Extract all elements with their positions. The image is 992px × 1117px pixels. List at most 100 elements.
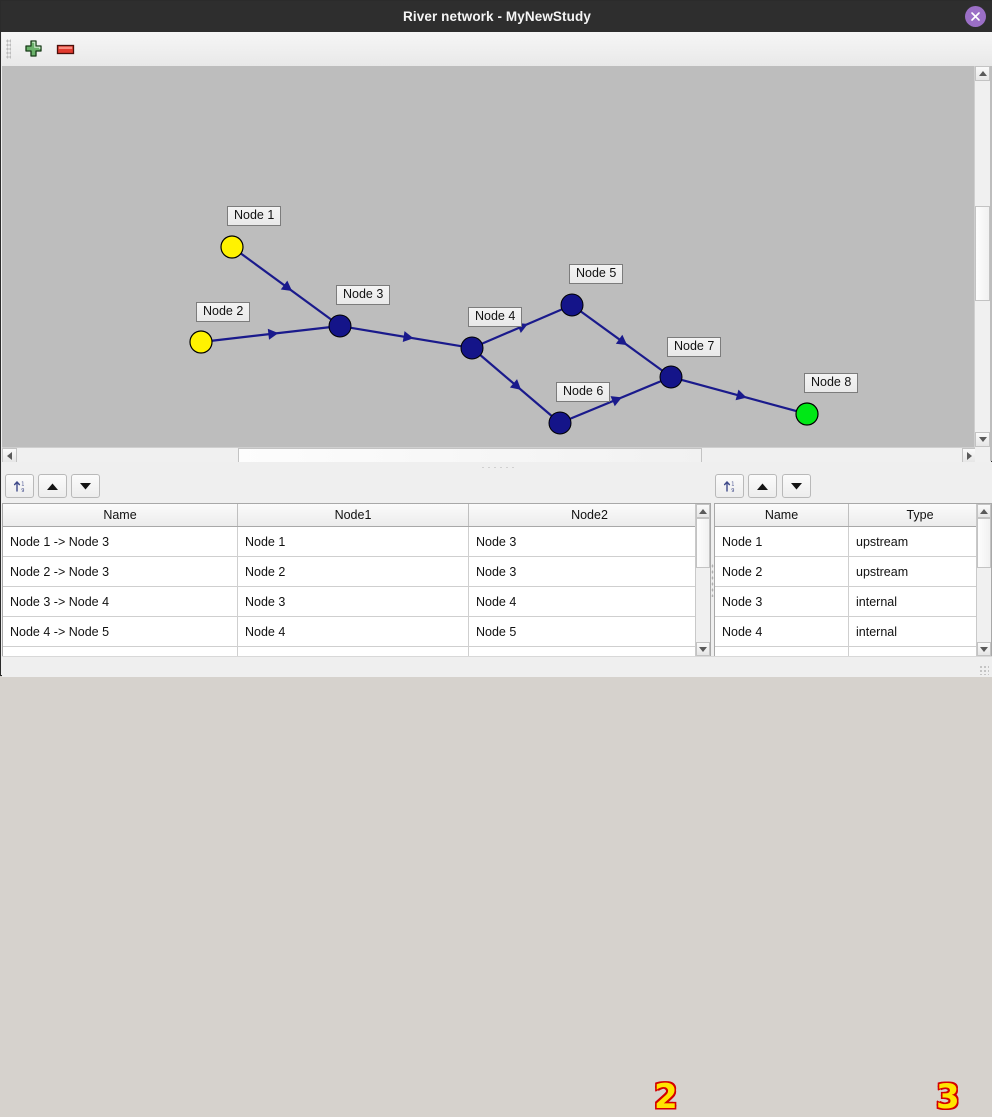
table-cell[interactable]: Node 4 — [468, 586, 710, 617]
reaches-move-up-button[interactable] — [38, 474, 67, 498]
table-cell[interactable]: upstream — [848, 526, 991, 557]
graph-node-label-n4[interactable]: Node 4 — [468, 307, 523, 328]
table-cell[interactable]: Node 4 — [715, 616, 849, 647]
window-title: River network - MyNewStudy — [403, 9, 591, 24]
delete-node-button[interactable] — [52, 37, 78, 61]
graph-node-n5[interactable] — [560, 293, 584, 317]
nodes-scroll-down-button[interactable] — [977, 642, 991, 656]
scroll-left-button[interactable] — [2, 448, 17, 463]
resize-grip-icon[interactable] — [979, 665, 989, 675]
table-cell-empty — [3, 646, 238, 656]
chevron-left-icon — [7, 451, 12, 460]
graph-node-n3[interactable] — [328, 314, 352, 338]
table-cell[interactable]: Node 3 — [715, 586, 849, 617]
nodes-vertical-scrollbar[interactable] — [976, 504, 991, 656]
graph-node-n6[interactable] — [548, 411, 572, 435]
column-header-name[interactable]: Name — [3, 504, 238, 527]
chevron-down-icon — [699, 646, 707, 652]
graph-node-n7[interactable] — [659, 365, 683, 389]
table-cell[interactable]: Node 3 — [468, 556, 710, 587]
reaches-move-down-button[interactable] — [71, 474, 100, 498]
graph-node-label-n1[interactable]: Node 1 — [227, 206, 282, 227]
table-cell[interactable]: Node 3 — [468, 526, 710, 557]
column-header-node1[interactable]: Node1 — [237, 504, 469, 527]
scroll-up-button[interactable] — [975, 66, 990, 81]
table-cell[interactable]: Node 1 -> Node 3 — [3, 526, 238, 557]
graph-node-label-n6[interactable]: Node 6 — [556, 382, 611, 403]
toolbar-drag-handle[interactable] — [6, 39, 11, 59]
canvas-vscroll-thumb[interactable] — [975, 206, 990, 301]
graph-node-n4[interactable] — [460, 336, 484, 360]
edge-arrow-icon — [280, 280, 293, 291]
graph-node-label-n5[interactable]: Node 5 — [569, 264, 624, 285]
graph-node-n1[interactable] — [220, 235, 244, 259]
nodes-sort-button[interactable]: 1 9 — [715, 474, 744, 498]
table-cell[interactable]: Node 3 -> Node 4 — [3, 586, 238, 617]
nodes-move-up-button[interactable] — [748, 474, 777, 498]
reaches-sort-button[interactable]: 1 9 — [5, 474, 34, 498]
table-cell[interactable]: Node 2 — [237, 556, 469, 587]
svg-text:9: 9 — [731, 488, 734, 494]
sort-icon: 1 9 — [723, 480, 734, 494]
network-diagram-canvas[interactable]: Node 1 Node 2 Node 3 Node 4 Node 5 Node 6 Node… — [2, 66, 992, 461]
close-icon — [971, 12, 980, 21]
table-cell[interactable]: internal — [848, 586, 991, 617]
reaches-vscroll-thumb[interactable] — [696, 518, 710, 568]
canvas-horizontal-scrollbar[interactable] — [2, 447, 977, 463]
column-header-type[interactable]: Type — [848, 504, 991, 527]
nodes-vscroll-thumb[interactable] — [977, 518, 991, 568]
graph-node-label-n8[interactable]: Node 8 — [804, 373, 859, 394]
table-cell[interactable]: upstream — [848, 556, 991, 587]
table-cell[interactable]: Node 1 — [237, 526, 469, 557]
table-cell[interactable]: Node 4 -> Node 5 — [3, 616, 238, 647]
table-cell[interactable]: Node 2 -> Node 3 — [3, 556, 238, 587]
graph-node-label-n3[interactable]: Node 3 — [336, 285, 391, 306]
chevron-up-icon — [978, 71, 987, 76]
edge-arrow-icon — [402, 331, 414, 343]
scroll-down-button[interactable] — [975, 432, 990, 447]
table-cell[interactable]: Node 1 — [715, 526, 849, 557]
edge-arrow-icon — [509, 379, 522, 390]
close-button[interactable] — [965, 6, 986, 27]
reaches-scroll-down-button[interactable] — [696, 642, 710, 656]
column-header-node2[interactable]: Node2 — [468, 504, 710, 527]
table-cell[interactable]: internal — [848, 616, 991, 647]
table-cell[interactable]: Node 2 — [715, 556, 849, 587]
vertical-splitter[interactable] — [711, 503, 714, 657]
chevron-down-icon — [978, 437, 987, 442]
reaches-scroll-up-button[interactable] — [696, 504, 710, 518]
nodes-scroll-up-button[interactable] — [977, 504, 991, 518]
nodes-move-down-button[interactable] — [782, 474, 811, 498]
graph-node-n2[interactable] — [189, 330, 213, 354]
graph-node-label-n2[interactable]: Node 2 — [196, 302, 251, 323]
reaches-vertical-scrollbar[interactable] — [695, 504, 710, 656]
graph-node-n8[interactable] — [795, 402, 819, 426]
add-node-button[interactable] — [20, 37, 46, 61]
horizontal-splitter[interactable] — [2, 462, 992, 472]
table-cell[interactable]: Node 5 — [468, 616, 710, 647]
column-header-name[interactable]: Name — [715, 504, 849, 527]
status-bar — [2, 656, 992, 677]
table-cell[interactable]: Node 4 — [237, 616, 469, 647]
table-cell[interactable]: Node 3 — [237, 586, 469, 617]
graph-node-label-n7[interactable]: Node 7 — [667, 337, 722, 358]
svg-text:1: 1 — [731, 481, 734, 487]
canvas-hscroll-thumb[interactable] — [238, 448, 702, 463]
edge-arrow-icon — [615, 334, 628, 346]
canvas-vertical-scrollbar[interactable] — [974, 66, 990, 447]
